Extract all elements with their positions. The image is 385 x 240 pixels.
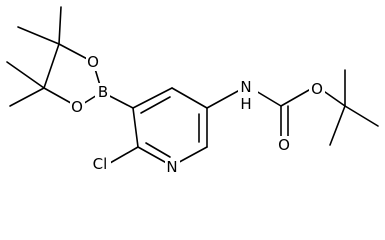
atom-carbamate-hydrogen: H [240,95,251,113]
atom-carbonyl-oxygen: O [278,136,290,154]
bond-methyl-3 [6,61,45,89]
bond-methyl-4 [9,87,45,107]
bond-ring-c4-c5 [171,87,208,109]
bond-methyl-1 [58,6,62,45]
atom-oxygen-ring-bottom: O [71,98,83,116]
bond-tbu-methyl-right [344,105,379,127]
bond-ring-c3-c4 [132,87,173,109]
bond-ring-c2-c3 [132,107,139,148]
atom-chlorine: Cl [93,155,108,173]
atom-ester-oxygen: O [311,80,323,98]
atom-pyridine-nitrogen: N [166,158,177,176]
bond-tbu-methyl-down [329,105,346,146]
bond-c-c-pinacol [43,43,60,89]
chemical-structure: B O O N Cl N H O O [6,6,379,176]
bond-ring-double-3 [145,142,171,158]
bond-carbonyl-ester-o [280,89,310,107]
atom-oxygen-ring-top: O [87,53,99,71]
bond-ring-nh [206,90,239,109]
bond-ester-o-tbu [324,91,346,107]
bond-ring-double-1 [140,96,171,114]
atom-carbamate-nitrogen: N [240,78,251,96]
bond-nh-carbonyl [255,90,282,107]
atom-boron: B [98,83,108,101]
bond-c-cl [109,146,139,164]
bond-methyl-2 [17,26,60,45]
